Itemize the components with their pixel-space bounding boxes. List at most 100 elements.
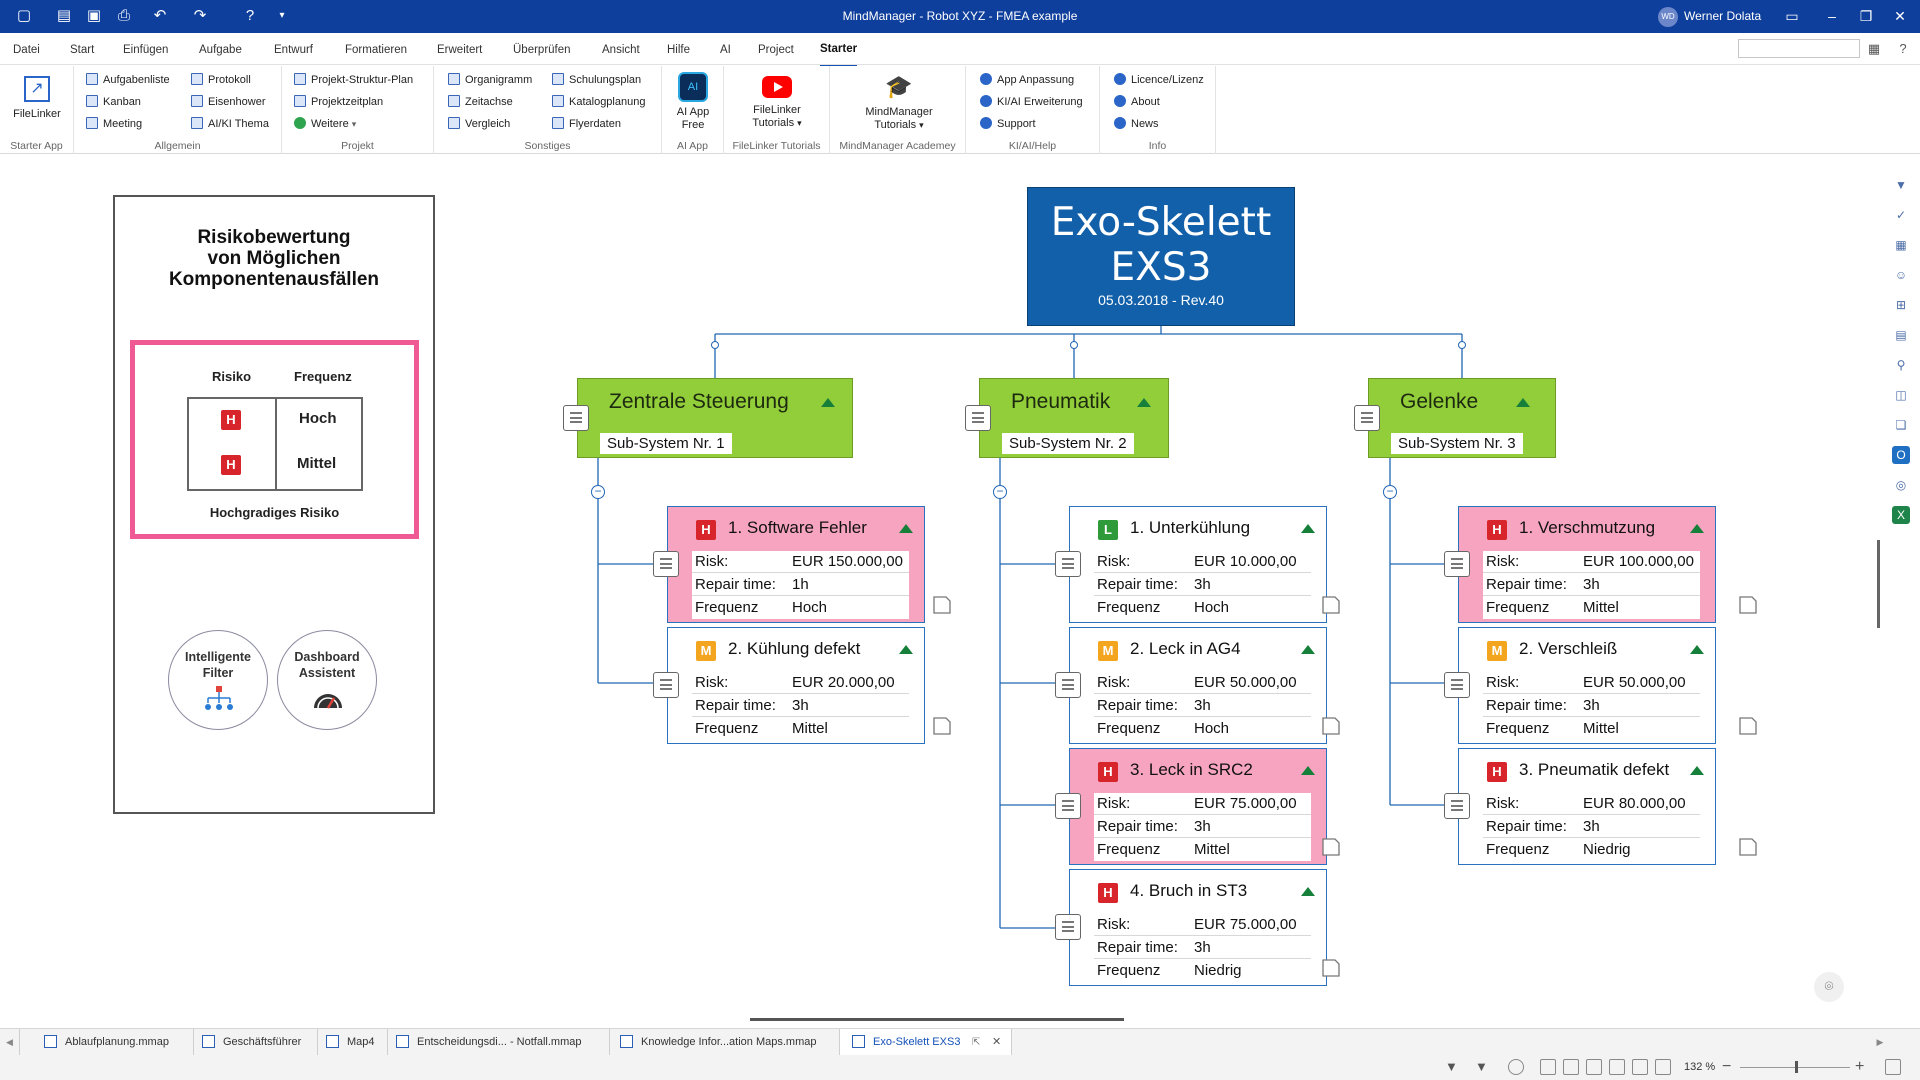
tab-scroll-right-icon[interactable]: ▶	[1876, 1037, 1884, 1047]
subtopic-leck-ag4[interactable]: M 2. Leck in AG4 Risk:EUR 50.000,00 Repa…	[1055, 627, 1327, 744]
search-input[interactable]	[1738, 39, 1860, 58]
tab-scroll-left-icon[interactable]: ◀	[0, 1029, 20, 1056]
view-icon[interactable]	[1655, 1059, 1671, 1075]
open-folder-icon[interactable]: ▤	[56, 7, 72, 24]
menu-datei[interactable]: Datei	[13, 44, 40, 56]
notes-icon[interactable]	[1055, 551, 1081, 577]
map-parts-icon[interactable]: ⊞	[1895, 298, 1907, 312]
notes-icon[interactable]	[1444, 793, 1470, 819]
menu-start[interactable]: Start	[70, 44, 95, 56]
zoom-in-icon[interactable]: +	[1855, 1058, 1865, 1075]
subtopic-verschleiss[interactable]: M 2. Verschleiß Risk:EUR 50.000,00 Repai…	[1444, 627, 1716, 744]
ribbon-display-icon[interactable]: ▭	[1785, 8, 1799, 24]
main-topic-gelenke[interactable]: Gelenke Sub-System Nr. 3	[1354, 378, 1556, 458]
subtopic-verschmutzung[interactable]: H 1. Verschmutzung Risk:EUR 100.000,00 R…	[1444, 506, 1716, 623]
view-icon[interactable]	[1586, 1059, 1602, 1075]
vertical-scrollbar[interactable]	[1877, 540, 1880, 628]
collapse-triangle-icon[interactable]	[1690, 766, 1704, 775]
subtopic-pneumatik-defekt[interactable]: H 3. Pneumatik defekt Risk:EUR 80.000,00…	[1444, 748, 1716, 865]
ribbon-protokoll[interactable]: Protokoll	[191, 71, 251, 89]
task-icon[interactable]: ✓	[1895, 208, 1907, 222]
collapse-triangle-icon[interactable]	[1301, 766, 1315, 775]
ribbon-organigramm[interactable]: Organigramm	[448, 71, 532, 89]
ribbon-kiai-erweiterung[interactable]: KI/AI Erweiterung	[980, 93, 1083, 111]
calendar-icon[interactable]: ▦	[1895, 238, 1907, 252]
ribbon-eisenhower[interactable]: Eisenhower	[191, 93, 265, 111]
minimize-button[interactable]: –	[1828, 8, 1836, 24]
ribbon-aufgabenliste[interactable]: Aufgabenliste	[86, 71, 170, 89]
ribbon-schulungsplan[interactable]: Schulungsplan	[552, 71, 641, 89]
ribbon-licence[interactable]: Licence/Lizenz	[1114, 71, 1204, 89]
layers-icon[interactable]: ❏	[1895, 418, 1907, 432]
view-icon[interactable]	[1540, 1059, 1556, 1075]
menu-ansicht[interactable]: Ansicht	[602, 44, 640, 56]
filter-options-icon[interactable]: ▼	[1475, 1059, 1488, 1074]
notes-icon[interactable]	[653, 672, 679, 698]
menu-formatieren[interactable]: Formatieren	[345, 44, 407, 56]
subtopic-leck-src2[interactable]: H 3. Leck in SRC2 Risk:EUR 75.000,00 Rep…	[1055, 748, 1327, 865]
pin-tab-icon[interactable]: ⇱	[972, 1037, 981, 1048]
menu-entwurf[interactable]: Entwurf	[274, 44, 313, 56]
undo-icon[interactable]: ↶	[153, 7, 167, 24]
collapse-triangle-icon[interactable]	[1301, 524, 1315, 533]
tab-knowledge-information-maps[interactable]: Knowledge Infor...ation Maps.mmap	[610, 1029, 840, 1056]
restore-button[interactable]: ❐	[1859, 8, 1873, 24]
collapse-triangle-icon[interactable]	[1301, 645, 1315, 654]
notes-icon[interactable]	[1354, 405, 1380, 431]
collapse-branch-button[interactable]: −	[591, 485, 605, 499]
menu-ueberpruefen[interactable]: Überprüfen	[513, 44, 571, 56]
menu-aufgabe[interactable]: Aufgabe	[199, 44, 242, 56]
subtopic-bruch-st3[interactable]: H 4. Bruch in ST3 Risk:EUR 75.000,00 Rep…	[1055, 869, 1327, 986]
ribbon-meeting[interactable]: Meeting	[86, 115, 142, 133]
menu-project[interactable]: Project	[758, 44, 794, 56]
layout-icon[interactable]: ▦	[1867, 41, 1881, 56]
print-icon[interactable]: ⎙	[117, 7, 130, 24]
collapse-triangle-icon[interactable]	[1516, 398, 1530, 407]
ribbon-support[interactable]: Support	[980, 115, 1036, 133]
new-file-icon[interactable]: ▢	[16, 7, 32, 24]
collapse-triangle-icon[interactable]	[899, 524, 913, 533]
notes-icon[interactable]	[653, 551, 679, 577]
ribbon-ai-ki-thema[interactable]: AI/KI Thema	[191, 115, 269, 133]
search-icon[interactable]: ⚲	[1896, 358, 1906, 372]
filelinker-tutorials-button[interactable]: FileLinker Tutorials ▾	[738, 76, 816, 130]
location-pin-icon[interactable]: ⌾	[1814, 972, 1844, 1002]
fit-map-icon[interactable]	[1885, 1059, 1901, 1075]
ribbon-projektzeitplan[interactable]: Projektzeitplan	[294, 93, 383, 111]
ai-app-button[interactable]: AI AI App Free	[666, 72, 720, 132]
save-icon[interactable]: ▣	[86, 7, 102, 24]
ribbon-zeitachse[interactable]: Zeitachse	[448, 93, 513, 111]
menu-hilfe[interactable]: Hilfe	[667, 44, 691, 56]
menu-einfuegen[interactable]: Einfügen	[123, 44, 169, 56]
subtopic-unterkuehlung[interactable]: L 1. Unterkühlung Risk:EUR 10.000,00 Rep…	[1055, 506, 1327, 623]
excel-icon[interactable]: X	[1892, 506, 1910, 524]
collapse-branch-button[interactable]: −	[1383, 485, 1397, 499]
view-icon[interactable]	[1563, 1059, 1579, 1075]
tab-ablaufplanung[interactable]: Ablaufplanung.mmap	[30, 1029, 194, 1056]
collapse-triangle-icon[interactable]	[1137, 398, 1151, 407]
library-icon[interactable]: ▤	[1895, 328, 1907, 342]
help-button-icon[interactable]: ?	[1899, 41, 1907, 56]
subtopic-kuehlung-defekt[interactable]: M 2. Kühlung defekt Risk:EUR 20.000,00 R…	[653, 627, 925, 744]
ribbon-projekt-struktur-plan[interactable]: Projekt-Struktur-Plan	[294, 71, 413, 89]
zoom-out-icon[interactable]: −	[1722, 1058, 1732, 1075]
collapse-triangle-icon[interactable]	[821, 398, 835, 407]
help-icon[interactable]: ?	[245, 7, 255, 24]
tab-entscheidungsdiagramm[interactable]: Entscheidungsdi... - Notfall.mmap	[388, 1029, 610, 1056]
globe-icon[interactable]: ◎	[1895, 478, 1907, 492]
menu-ai[interactable]: AI	[720, 44, 731, 56]
collapse-triangle-icon[interactable]	[1690, 524, 1704, 533]
tab-exo-skelett[interactable]: Exo-Skelett EXS3⇱✕	[840, 1029, 1012, 1056]
central-topic[interactable]: Exo-Skelett EXS3 05.03.2018 - Rev.40	[1027, 187, 1295, 326]
collapse-triangle-icon[interactable]	[1301, 887, 1315, 896]
notes-icon[interactable]	[1055, 672, 1081, 698]
ribbon-katalogplanung[interactable]: Katalogplanung	[552, 93, 645, 111]
mindmanager-tutorials-button[interactable]: 🎓 MindManager Tutorials ▾	[854, 74, 944, 132]
tab-map4[interactable]: Map4	[318, 1029, 388, 1056]
notes-icon[interactable]	[563, 405, 589, 431]
main-topic-zentrale-steuerung[interactable]: Zentrale Steuerung Sub-System Nr. 1	[563, 378, 853, 458]
filter-icon[interactable]: ▼	[1895, 178, 1907, 192]
close-button[interactable]: ✕	[1894, 8, 1906, 24]
